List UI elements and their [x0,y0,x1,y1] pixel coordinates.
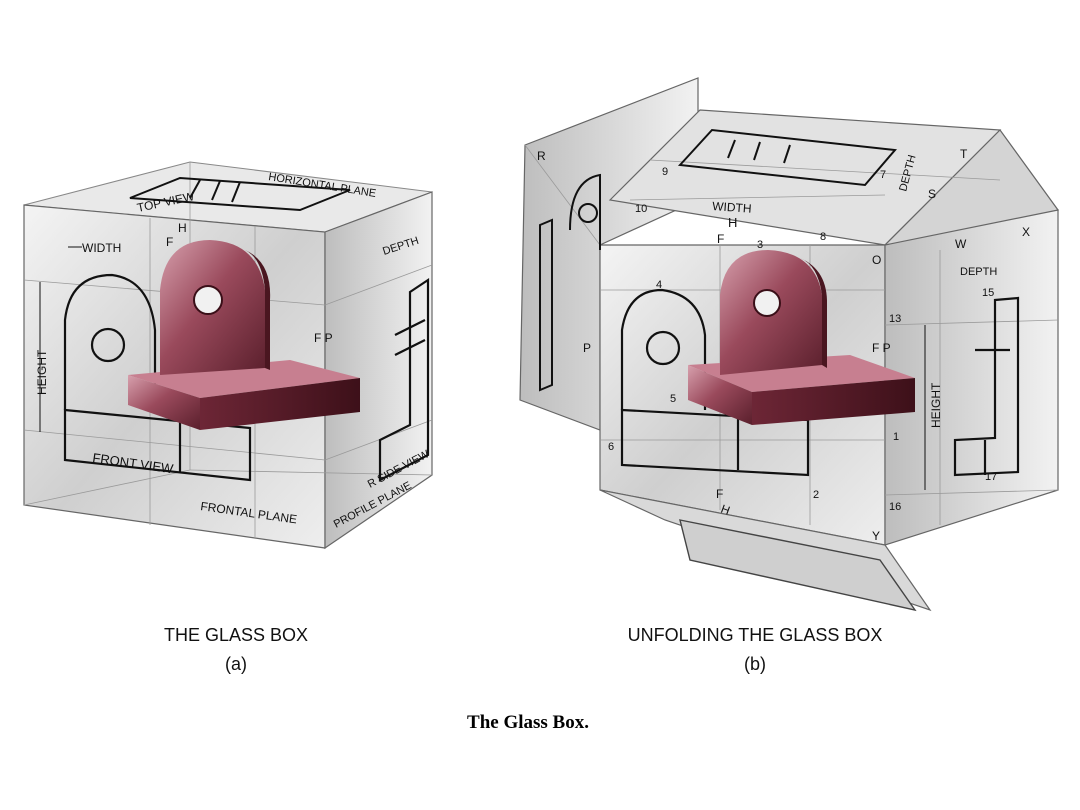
sublabel-b: (b) [744,654,766,674]
label-n16: 16 [889,501,901,513]
label-n6: 6 [608,441,614,453]
object-b [688,250,915,425]
label-w: W [955,237,967,251]
label-x: X [1022,225,1030,239]
label-h-b: H [728,215,737,230]
label-r: R [537,149,546,163]
label-top-f: F [166,235,173,249]
label-o: O [872,253,881,267]
label-n1: 1 [893,431,899,443]
label-n15: 15 [982,287,994,299]
label-p-b: P [583,341,591,355]
figure-caption: The Glass Box. [467,712,589,733]
label-depth-b-side: DEPTH [960,266,997,278]
label-n10: 10 [635,203,647,215]
label-n5: 5 [670,393,676,405]
label-f-bottom: F [716,487,723,501]
glass-box-b: WIDTH H F DEPTH DEPTH HEIGHT F P P W X Y… [519,77,1059,674]
sublabel-a: (a) [225,654,247,674]
top-view-outline [129,176,351,212]
label-fp-b: F P [872,341,891,355]
label-n3: 3 [757,239,763,251]
object-a [128,240,360,430]
label-fp-a: F P [314,331,333,345]
caption-a: THE GLASS BOX [164,625,308,645]
label-top-h: H [178,221,187,235]
top-view-b [677,128,897,187]
label-height-b: HEIGHT [929,382,943,428]
label-n17: 17 [985,471,997,483]
label-n2: 2 [813,489,819,501]
label-height-a: HEIGHT [35,349,49,395]
label-y: Y [872,529,880,543]
caption-b: UNFOLDING THE GLASS BOX [628,625,883,645]
side-view-outline [378,277,430,482]
label-n9: 9 [662,166,668,178]
side-view-b-right [953,296,1020,477]
label-n13: 13 [889,313,901,325]
label-n8: 8 [820,231,826,243]
label-s: S [928,187,936,201]
label-n4: 4 [656,279,662,291]
label-f-b: F [717,232,724,246]
label-n7: 7 [880,169,886,181]
side-view-b-left [539,173,601,392]
label-width-b: WIDTH [712,199,752,216]
label-width-a: WIDTH [82,241,121,255]
box-b-bottom-panel [679,519,917,612]
glass-box-a: HORIZONTAL PLANE TOP VIEW H F WIDTH DEPT… [23,161,433,674]
label-t: T [960,147,968,161]
